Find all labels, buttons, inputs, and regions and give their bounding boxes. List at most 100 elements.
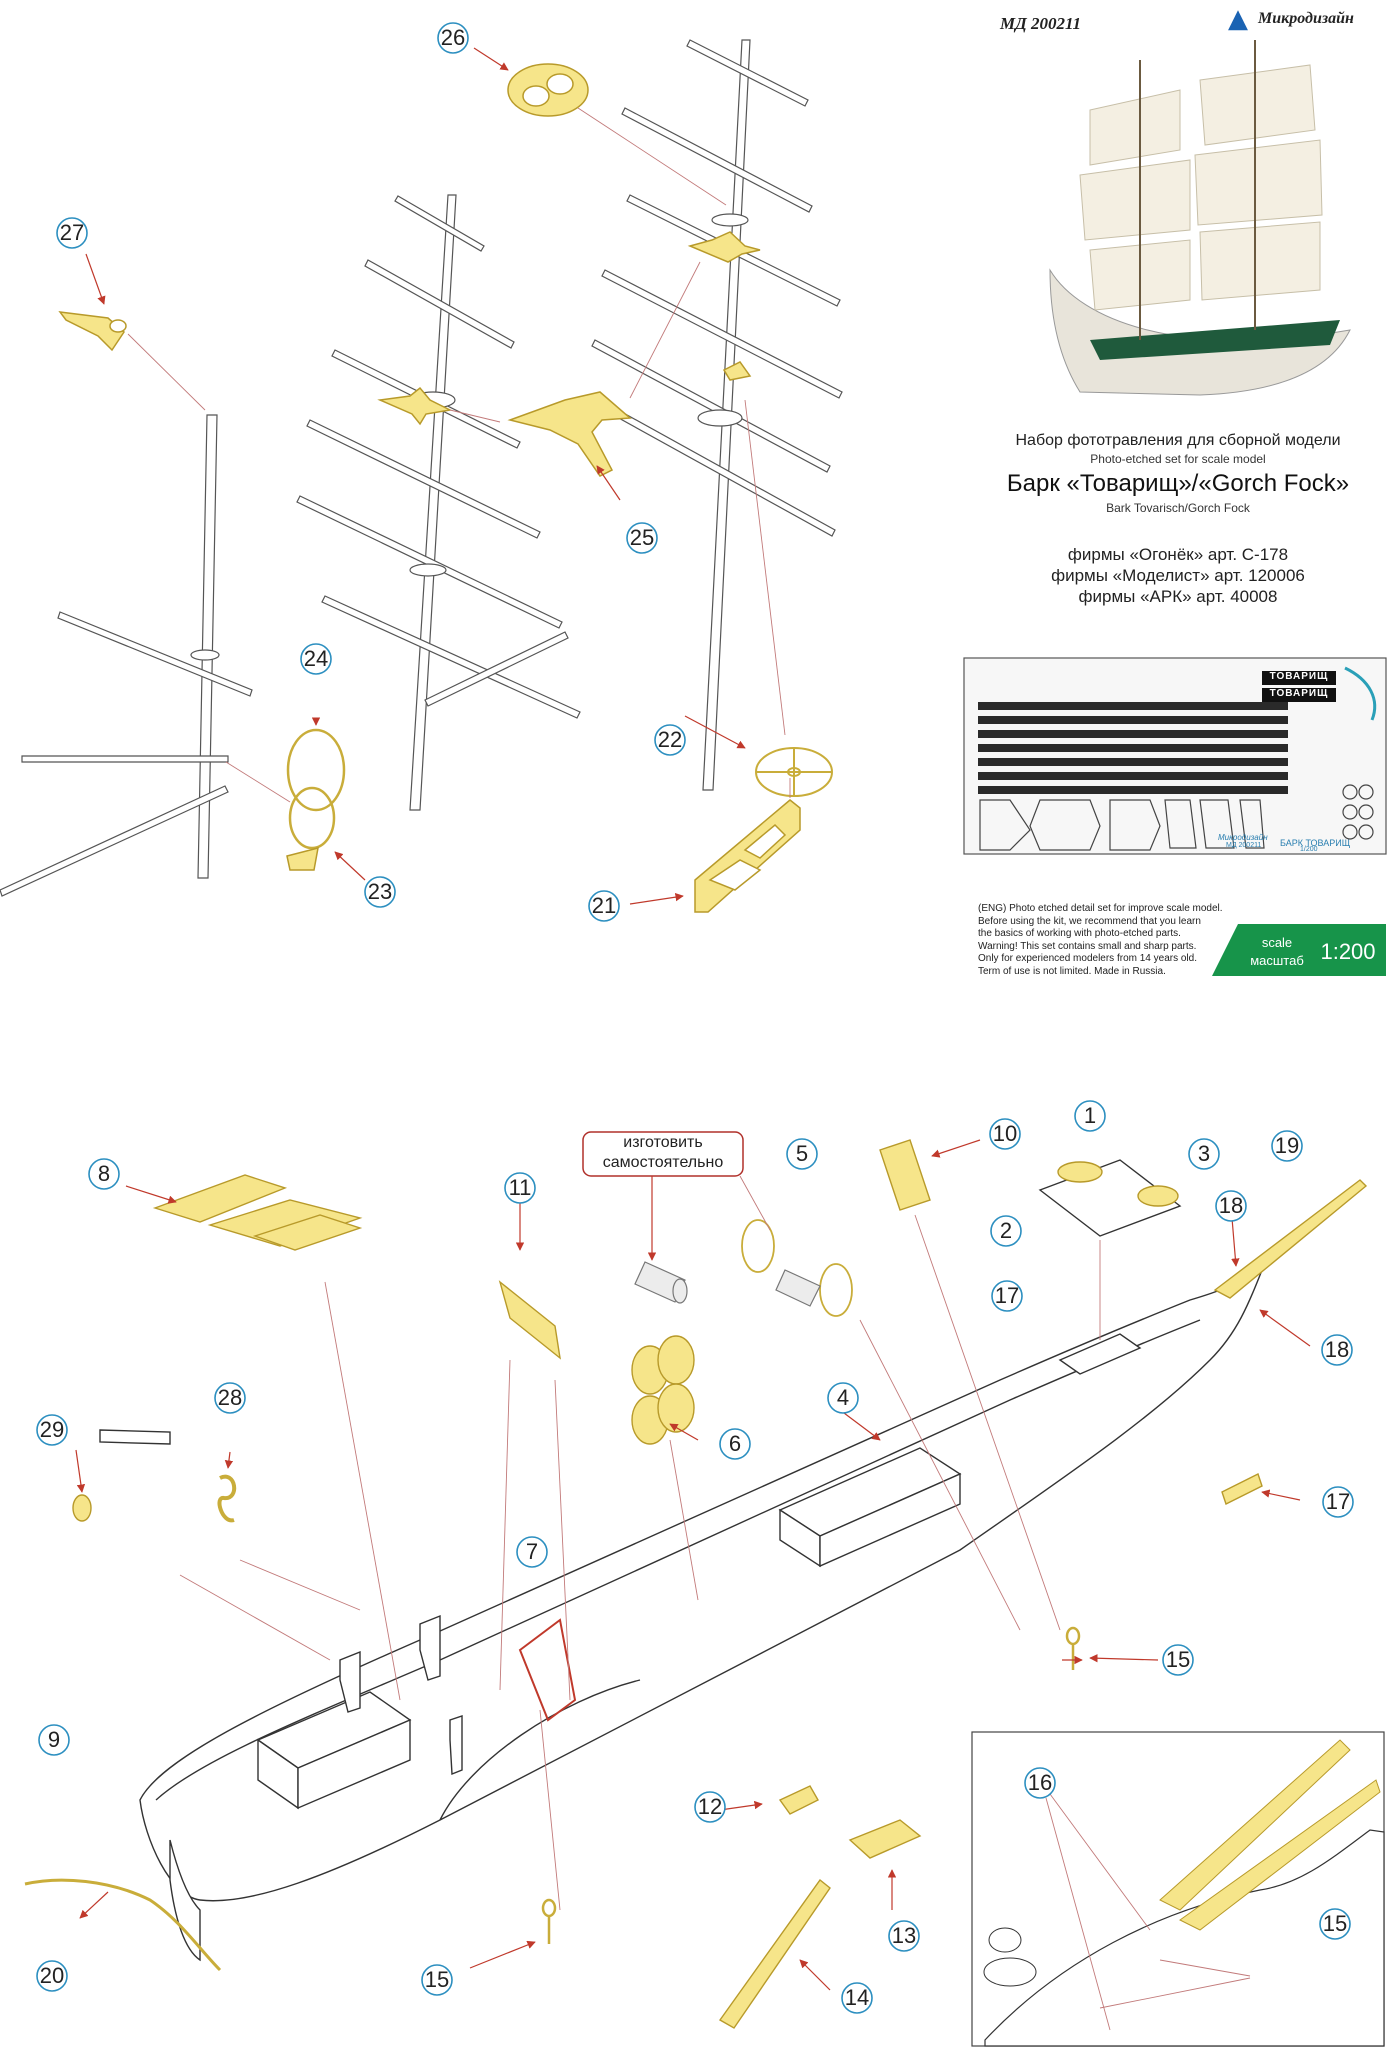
callout-circle <box>1188 1138 1220 1170</box>
fret-image <box>963 657 1387 855</box>
self-made-note <box>582 1131 771 1261</box>
part-28-hooks <box>217 1474 237 1523</box>
callout-number: 28 <box>218 1385 242 1410</box>
callout-circle <box>841 1982 873 2014</box>
callout-10: 10 <box>989 1118 1021 1150</box>
part-11-ladder <box>498 1280 561 1360</box>
callout-15: 15 <box>1162 1644 1194 1676</box>
fret-label-2: ТОВАРИЩ <box>1269 688 1329 699</box>
callout-6: 6 <box>719 1428 751 1460</box>
callout-4: 4 <box>827 1382 859 1414</box>
callout-circle <box>1322 1486 1354 1518</box>
callout-15: 15 <box>1319 1908 1351 1940</box>
callout-number: 24 <box>304 646 328 671</box>
callout-circle <box>1271 1130 1303 1162</box>
callout-circle <box>626 522 658 554</box>
callout-13: 13 <box>888 1920 920 1952</box>
callout-number: 8 <box>98 1161 110 1186</box>
callout-number: 15 <box>425 1967 449 1992</box>
compat-line-2: фирмы «Моделист» арт. 120006 <box>1051 566 1305 585</box>
scale-badge-bg <box>1212 924 1386 976</box>
callout-circle <box>214 1382 246 1414</box>
part-19-railing <box>1213 1179 1368 1299</box>
part-8-platform <box>152 1174 363 1251</box>
masts-diagram <box>0 39 843 897</box>
scale-label-en: scale <box>1261 935 1293 950</box>
self-made-note-line-1: изготовить <box>623 1134 703 1151</box>
callout-circle <box>694 1791 726 1823</box>
part-29-davit <box>72 1429 171 1522</box>
product-code: МД 200211 <box>1000 14 1082 33</box>
part-1-2-3-deck <box>1038 1159 1182 1237</box>
callout-circle <box>719 1428 751 1460</box>
callout-27: 27 <box>56 217 88 249</box>
callout-number: 27 <box>60 220 84 245</box>
part-27-mast-cap <box>58 311 127 352</box>
callout-8: 8 <box>88 1158 120 1190</box>
callout-11: 11 <box>504 1172 536 1204</box>
callout-number: 12 <box>698 1794 722 1819</box>
info-title-ru: Набор фототравления для сборной модели <box>1015 432 1341 449</box>
callout-2: 2 <box>990 1215 1022 1247</box>
callout-circle <box>989 1118 1021 1150</box>
warning-line: (ENG) Photo etched detail set for improv… <box>978 903 1223 914</box>
callout-22: 22 <box>654 724 686 756</box>
callout-9: 9 <box>38 1724 70 1756</box>
scale-value: 1:200 <box>1320 939 1376 964</box>
part-7-frame <box>518 1618 577 1722</box>
callout-circle <box>88 1158 120 1190</box>
callout-number: 22 <box>658 727 682 752</box>
part-10-ladder <box>879 1139 931 1211</box>
callout-23: 23 <box>364 876 396 908</box>
callout-circle <box>56 217 88 249</box>
callout-number: 2 <box>1000 1218 1012 1243</box>
part-6-pulleys <box>631 1335 695 1445</box>
main-mast <box>296 194 581 811</box>
callout-29: 29 <box>36 1414 68 1446</box>
callout-circle <box>38 1724 70 1756</box>
ship-name-en: Bark Tovarisch/Gorch Fock <box>1106 501 1250 515</box>
callout-17: 17 <box>991 1280 1023 1312</box>
callout-number: 13 <box>892 1923 916 1948</box>
part-21-truss <box>694 799 801 913</box>
callout-26: 26 <box>437 22 469 54</box>
callout-number: 3 <box>1198 1141 1210 1166</box>
callout-21: 21 <box>588 890 620 922</box>
callout-circle <box>364 876 396 908</box>
callout-circle <box>1162 1644 1194 1676</box>
mast-leader-lines <box>127 107 791 803</box>
callout-number: 19 <box>1275 1133 1299 1158</box>
mizzen-mast <box>0 414 253 897</box>
callout-number: 23 <box>368 879 392 904</box>
callout-circle <box>36 1414 68 1446</box>
hull-arrows <box>75 1139 1311 1991</box>
callout-circle <box>1321 1334 1353 1366</box>
callout-number: 17 <box>995 1283 1019 1308</box>
info-title-en: Photo-etched set for scale model <box>1090 452 1266 466</box>
callout-number: 4 <box>837 1385 849 1410</box>
callout-number: 21 <box>592 893 616 918</box>
part-14-ladder <box>718 1878 831 2029</box>
hull-etched-parts <box>24 1139 1368 2029</box>
part-22-wheel <box>755 747 833 797</box>
callout-number: 14 <box>845 1985 869 2010</box>
part-17-nameplate <box>1221 1473 1263 1505</box>
mast-etched-parts <box>58 63 833 913</box>
compat-line-3: фирмы «АРК» арт. 40008 <box>1078 587 1278 606</box>
callout-circle <box>991 1280 1023 1312</box>
callout-number: 10 <box>993 1121 1017 1146</box>
callout-circle <box>588 890 620 922</box>
callout-circle <box>1215 1190 1247 1222</box>
callout-number: 20 <box>40 1963 64 1988</box>
brand-name: Микродизайн <box>1258 10 1354 27</box>
callout-number: 25 <box>630 525 654 550</box>
callout-18: 18 <box>1215 1190 1247 1222</box>
callout-12: 12 <box>694 1791 726 1823</box>
callout-number: 5 <box>796 1141 808 1166</box>
ship-name-ru: Барк «Товарищ»/«Gorch Fock» <box>1006 470 1350 497</box>
callout-24: 24 <box>300 643 332 675</box>
ship-photo <box>1049 40 1351 396</box>
callout-number: 18 <box>1325 1337 1349 1362</box>
